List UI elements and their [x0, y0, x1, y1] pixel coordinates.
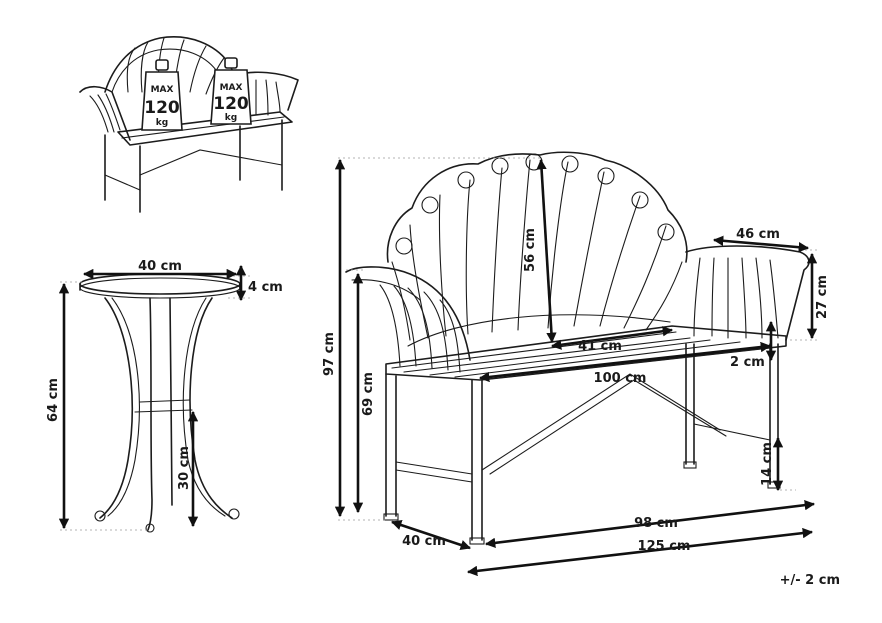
- bench-total-height-label: 97 cm: [322, 332, 337, 376]
- weight-unit: kg: [225, 113, 237, 123]
- side-table-illustration: [79, 273, 241, 533]
- table-base-height-label: 30 cm: [177, 446, 192, 490]
- weight-value: 120: [213, 94, 249, 114]
- tolerance-note: +/- 2 cm: [780, 573, 840, 588]
- weight-unit: kg: [156, 118, 168, 128]
- small-bench-illustration: MAX 120 kg MAX 120 kg: [79, 36, 299, 213]
- weight-value: 120: [144, 98, 180, 118]
- weight-max-label: MAX: [151, 85, 174, 95]
- weight-badge-left: MAX 120 kg: [141, 59, 183, 131]
- bench-depth-label: 40 cm: [402, 534, 446, 549]
- bench-leg-span-label: 98 cm: [634, 516, 678, 531]
- bench-stretcher-height-label: 14 cm: [760, 442, 775, 486]
- bench-armrest-height-label: 27 cm: [815, 275, 830, 319]
- bench-back-height-label: 56 cm: [523, 228, 538, 272]
- table-thickness-label: 4 cm: [248, 280, 283, 295]
- bench-total-width-label: 125 cm: [638, 539, 691, 554]
- table-diameter-label: 40 cm: [138, 259, 182, 274]
- bench-seat-height-label: 69 cm: [361, 372, 376, 416]
- weight-badge-right: MAX 120 kg: [210, 57, 252, 125]
- weight-max-label: MAX: [220, 83, 243, 93]
- bench-seat-depth-label: 41 cm: [578, 339, 622, 354]
- table-height-label: 64 cm: [46, 378, 61, 422]
- bench-armrest-width-label: 46 cm: [736, 227, 780, 242]
- bench-seat-thickness-label: 2 cm: [730, 355, 765, 370]
- bench-seat-width-label: 100 cm: [594, 371, 647, 386]
